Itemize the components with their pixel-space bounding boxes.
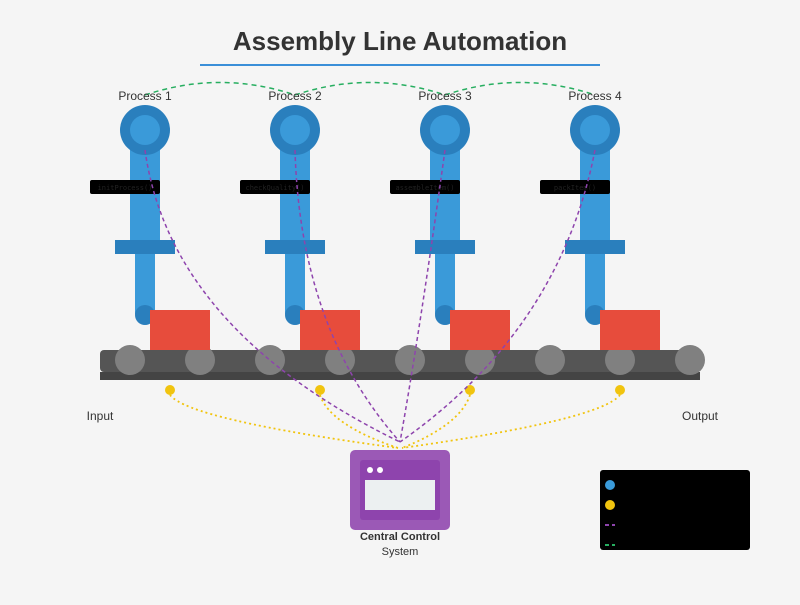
legend-box (600, 470, 750, 550)
sync-arc-3-4 (444, 81, 596, 96)
sensor-icon (615, 385, 625, 395)
sync-connections (144, 81, 596, 96)
sync-arc-2-3 (294, 81, 446, 96)
robot-crossbar (415, 240, 475, 254)
sensor-icon (165, 385, 175, 395)
process-label: Process 2 (268, 89, 322, 103)
data-line-4 (399, 149, 596, 443)
control-subtitle: System (382, 546, 419, 558)
robot-arm-lower (285, 254, 305, 314)
process-label: Process 1 (118, 89, 172, 103)
code-label-box (240, 180, 310, 194)
sync-arc-1-2 (144, 81, 296, 96)
robot-arm-lower (585, 254, 605, 314)
product-box (150, 310, 210, 350)
data-line-2 (294, 149, 401, 443)
code-label-box (90, 180, 160, 194)
robot-arm-lower (435, 254, 455, 314)
product-box (450, 310, 510, 350)
sensor-icon (315, 385, 325, 395)
code-label: assembleItem() (395, 184, 454, 192)
robot-station-4: Process 4 packItem() (540, 89, 660, 395)
roller (255, 345, 285, 375)
output-label: Output (682, 409, 719, 423)
robot-station-2: Process 2 checkQuality() (240, 89, 360, 395)
sensor-line-4 (401, 394, 621, 449)
roller (465, 345, 495, 375)
sensor-dot-icon (605, 500, 615, 510)
input-label: Input (87, 409, 114, 423)
roller (115, 345, 145, 375)
robot-joint-inner (430, 115, 460, 145)
control-title: Central Control (360, 531, 440, 543)
data-line-1 (144, 149, 401, 443)
robot-joint-inner (580, 115, 610, 145)
central-control: Central Control System (350, 450, 450, 558)
conveyor-rollers (115, 345, 705, 375)
robot-joint-inner (130, 115, 160, 145)
robot-crossbar (565, 240, 625, 254)
code-label: initProcess() (98, 184, 153, 192)
code-label-box (540, 180, 610, 194)
status-led-icon (367, 467, 373, 473)
conveyor-base (100, 372, 700, 380)
roller (675, 345, 705, 375)
robot-dot-icon (605, 480, 615, 490)
sensor-icon (465, 385, 475, 395)
roller (605, 345, 635, 375)
legend (600, 470, 750, 550)
conveyor-belt (100, 345, 705, 380)
sensor-connections (169, 394, 621, 449)
roller (535, 345, 565, 375)
roller (185, 345, 215, 375)
robot-station-1: Process 1 initProcess() (90, 89, 210, 395)
roller (395, 345, 425, 375)
process-label: Process 4 (568, 89, 622, 103)
process-label: Process 3 (418, 89, 472, 103)
sensor-line-1 (169, 394, 399, 449)
robot-crossbar (115, 240, 175, 254)
product-box (600, 310, 660, 350)
code-label: packItem() (554, 184, 596, 192)
data-line-3 (399, 149, 446, 443)
code-label-box (390, 180, 460, 194)
diagram-title: Assembly Line Automation (233, 26, 567, 56)
status-led-icon (377, 467, 383, 473)
robot-arm-lower (135, 254, 155, 314)
code-label: checkQuality() (245, 184, 304, 192)
robot-crossbar (265, 240, 325, 254)
robot-joint-inner (280, 115, 310, 145)
data-connections (144, 149, 596, 443)
sensor-line-2 (319, 394, 399, 449)
sensor-line-3 (401, 394, 471, 449)
robot-station-3: Process 3 assembleItem() (390, 89, 510, 395)
control-display (365, 480, 435, 510)
